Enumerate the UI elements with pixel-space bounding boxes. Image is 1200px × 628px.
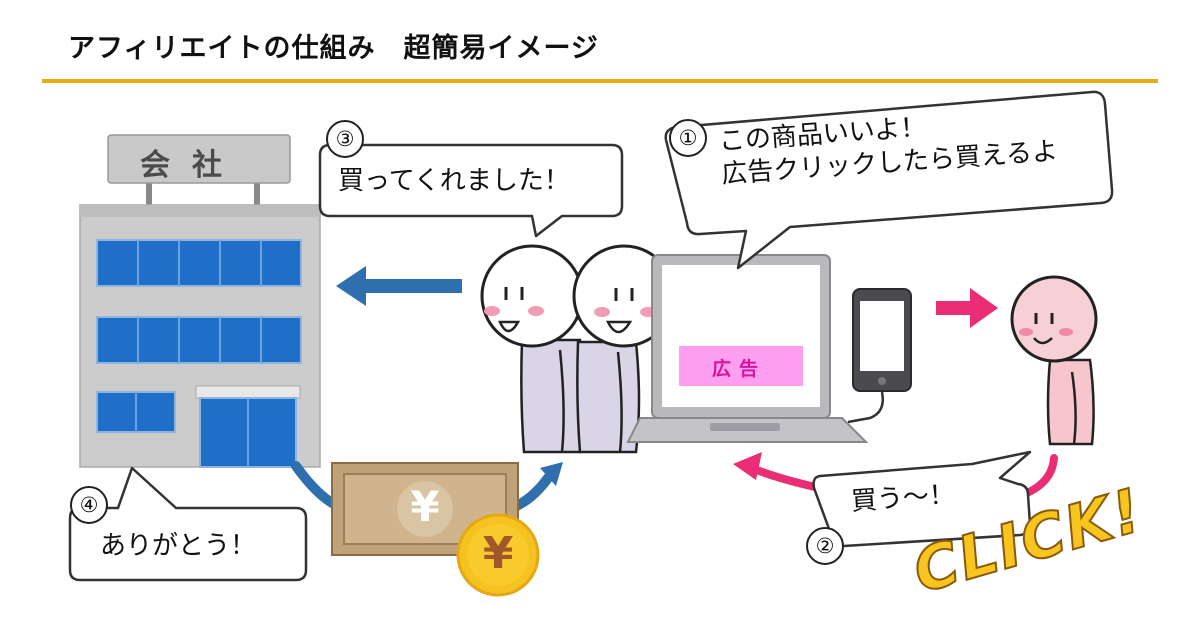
company-building-icon (79, 134, 321, 468)
step-4-number: ④ (70, 486, 108, 524)
page-title: アフィリエイトの仕組み 超簡易イメージ (68, 33, 599, 64)
step-4-bubble-text: ありがとう！ (100, 531, 257, 561)
step-3-bubble-text: 買ってくれました！ (338, 166, 570, 196)
smartphone-icon (847, 288, 912, 424)
banknote-yen-symbol: ¥ (410, 482, 440, 531)
affiliate-person-front-icon (572, 244, 676, 454)
speech-bubble-2 (812, 450, 1032, 548)
speech-bubble-1 (664, 90, 1114, 270)
yen-coin-icon (456, 513, 540, 597)
step-2-number: ② (806, 527, 844, 565)
arrow-to-customer-icon (936, 288, 998, 328)
step-1-number: ① (669, 119, 707, 157)
speech-bubble-4 (68, 466, 308, 582)
company-sign-label: 会社 (140, 148, 244, 183)
arrow-to-company-icon (336, 266, 462, 306)
step-3-number: ③ (326, 120, 364, 158)
title-underline (42, 79, 1158, 83)
coin-yen-symbol: ¥ (482, 528, 514, 579)
speech-bubble-3 (318, 143, 624, 238)
affiliate-person-back-icon (480, 244, 585, 454)
ad-label: 広告 (712, 358, 767, 380)
customer-person-icon (1010, 275, 1098, 446)
banknote-icon (331, 462, 519, 556)
laptop-icon (626, 254, 869, 443)
